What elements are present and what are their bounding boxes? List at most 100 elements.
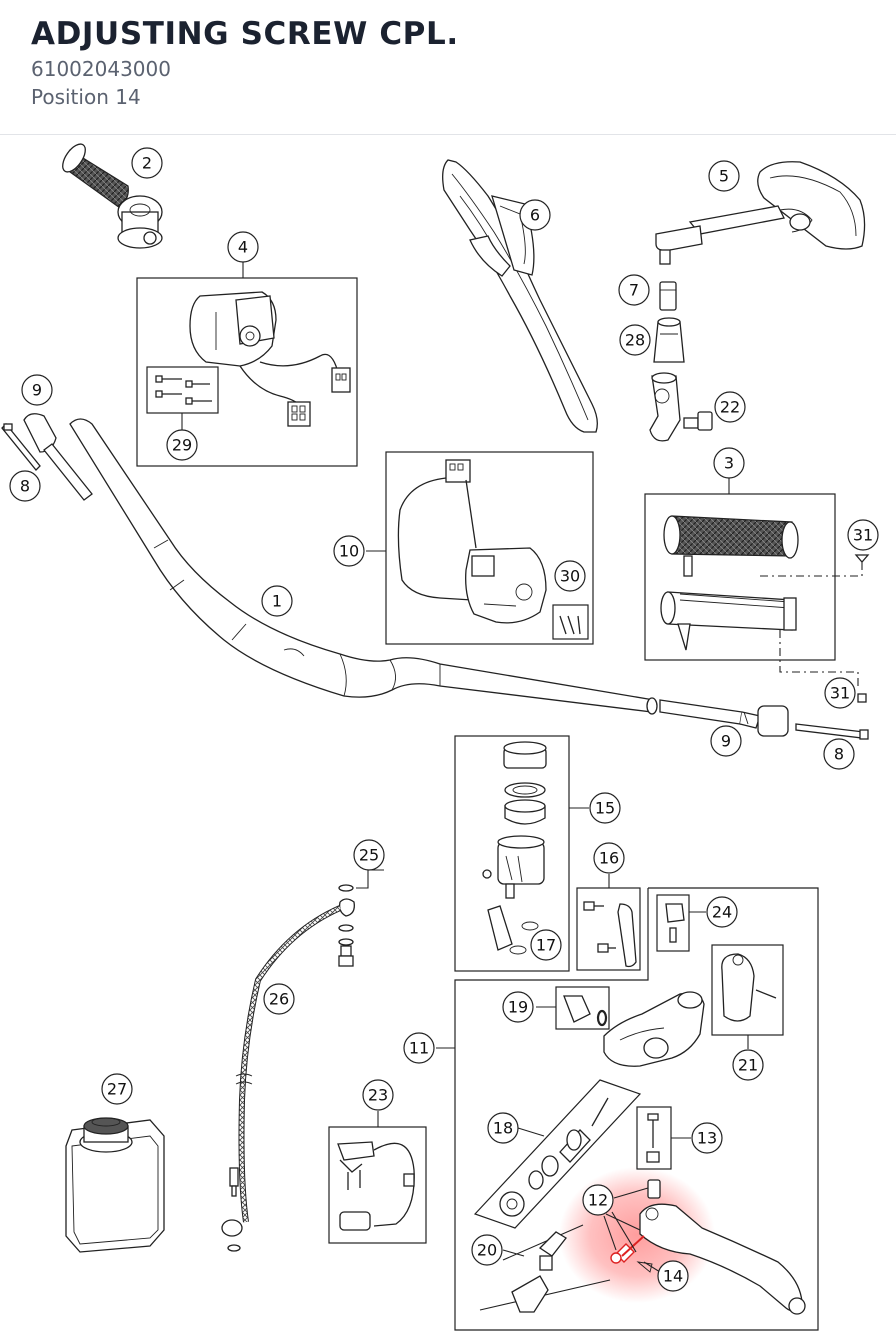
svg-text:4: 4 <box>238 238 248 257</box>
callout-21[interactable]: 21 <box>732 1049 764 1081</box>
callout-12[interactable]: 12 <box>582 1184 614 1216</box>
svg-text:19: 19 <box>508 998 528 1017</box>
part-brake-lever-12 <box>639 1179 806 1315</box>
svg-text:14: 14 <box>663 1267 683 1286</box>
callout-9-left[interactable]: 9 <box>21 374 53 406</box>
page-title: ADJUSTING SCREW CPL. <box>31 16 459 52</box>
box-part-29 <box>146 366 219 414</box>
box-part-10 <box>385 451 594 645</box>
box-part-3 <box>644 493 836 661</box>
part-mirror-adapter-7 <box>659 281 677 311</box>
svg-text:20: 20 <box>477 1241 497 1260</box>
svg-text:1: 1 <box>272 592 282 611</box>
part-number: 61002043000 <box>31 57 171 81</box>
callout-10[interactable]: 10 <box>333 535 365 567</box>
box-part-24 <box>656 894 690 952</box>
part-screw-31 <box>854 554 870 703</box>
callout-25[interactable]: 25 <box>353 839 385 871</box>
svg-text:25: 25 <box>359 846 379 865</box>
part-grip-left <box>62 143 163 249</box>
callout-7[interactable]: 7 <box>618 274 650 306</box>
svg-text:8: 8 <box>834 745 844 764</box>
leader-lines <box>181 262 749 1273</box>
part-piston-kit-18 <box>499 1097 609 1217</box>
part-reservoir <box>482 741 547 955</box>
part-lever-pivot-16 <box>583 901 637 968</box>
svg-text:13: 13 <box>697 1129 717 1148</box>
svg-text:5: 5 <box>719 167 729 186</box>
svg-text:8: 8 <box>20 477 30 496</box>
svg-text:7: 7 <box>629 281 639 300</box>
part-handguard <box>442 159 598 433</box>
box-part-15 <box>454 735 570 972</box>
svg-text:29: 29 <box>172 436 192 455</box>
callout-27[interactable]: 27 <box>101 1073 133 1105</box>
part-brake-fluid-27 <box>65 1117 165 1253</box>
svg-text:9: 9 <box>721 732 731 751</box>
svg-text:6: 6 <box>530 206 540 225</box>
callout-6[interactable]: 6 <box>519 199 551 231</box>
callout-13[interactable]: 13 <box>691 1122 723 1154</box>
callout-26[interactable]: 26 <box>263 983 295 1015</box>
part-screws-29 <box>155 375 212 405</box>
callout-1[interactable]: 1 <box>261 585 293 617</box>
svg-text:21: 21 <box>738 1056 758 1075</box>
callout-19[interactable]: 19 <box>502 991 534 1023</box>
svg-text:18: 18 <box>493 1119 513 1138</box>
part-switch-20 <box>511 1231 567 1313</box>
callout-14[interactable]: 14 <box>657 1260 689 1292</box>
callout-5[interactable]: 5 <box>708 160 740 192</box>
callout-17[interactable]: 17 <box>530 929 562 961</box>
callout-3[interactable]: 3 <box>713 447 745 479</box>
svg-text:30: 30 <box>560 567 580 586</box>
leader-31-upper <box>760 562 863 577</box>
callout-20[interactable]: 20 <box>471 1234 503 1266</box>
part-mirror-adapter-28 <box>653 317 685 363</box>
callout-4[interactable]: 4 <box>227 231 259 263</box>
callout-30[interactable]: 30 <box>554 560 586 592</box>
box-part-30 <box>552 604 589 640</box>
svg-text:27: 27 <box>107 1080 127 1099</box>
part-master-cylinder-11 <box>603 991 705 1067</box>
part-banjo-25 <box>338 884 355 967</box>
svg-text:26: 26 <box>269 990 289 1009</box>
svg-text:2: 2 <box>142 154 152 173</box>
svg-text:12: 12 <box>588 1191 608 1210</box>
callout-22[interactable]: 22 <box>714 391 746 423</box>
svg-text:17: 17 <box>536 936 556 955</box>
part-brake-light-switch-23 <box>337 1141 415 1231</box>
callout-2[interactable]: 2 <box>131 147 163 179</box>
box-part-18 <box>473 1079 642 1229</box>
part-mirror <box>655 161 866 265</box>
callout-24[interactable]: 24 <box>706 896 738 928</box>
callout-31-upper[interactable]: 31 <box>847 519 879 551</box>
callout-8-left[interactable]: 8 <box>9 470 41 502</box>
callout-18[interactable]: 18 <box>487 1112 519 1144</box>
part-left-switch <box>189 291 351 427</box>
callout-16[interactable]: 16 <box>593 842 625 874</box>
svg-text:10: 10 <box>339 542 359 561</box>
callout-8-right[interactable]: 8 <box>823 738 855 770</box>
position-label: Position 14 <box>31 85 141 109</box>
part-bar-end-left <box>1 413 93 501</box>
leader-31-lower <box>779 630 859 690</box>
callout-11[interactable]: 11 <box>403 1032 435 1064</box>
callout-9-right[interactable]: 9 <box>710 725 742 757</box>
callout-29[interactable]: 29 <box>166 429 198 461</box>
box-part-4 <box>136 277 358 467</box>
callout-28[interactable]: 28 <box>619 324 651 356</box>
part-handlebar <box>69 418 658 715</box>
part-clamp-21 <box>721 953 777 1022</box>
svg-text:23: 23 <box>368 1086 388 1105</box>
callout-15[interactable]: 15 <box>589 792 621 824</box>
svg-text:31: 31 <box>853 526 873 545</box>
callout-31-lower[interactable]: 31 <box>824 677 856 709</box>
part-screw-13 <box>646 1113 660 1163</box>
svg-text:15: 15 <box>595 799 615 818</box>
part-brake-line-26 <box>221 905 342 1252</box>
part-switch-24 <box>665 903 685 943</box>
svg-text:22: 22 <box>720 398 740 417</box>
callout-23[interactable]: 23 <box>362 1079 394 1111</box>
svg-text:28: 28 <box>625 331 645 350</box>
box-part-19 <box>555 986 610 1030</box>
